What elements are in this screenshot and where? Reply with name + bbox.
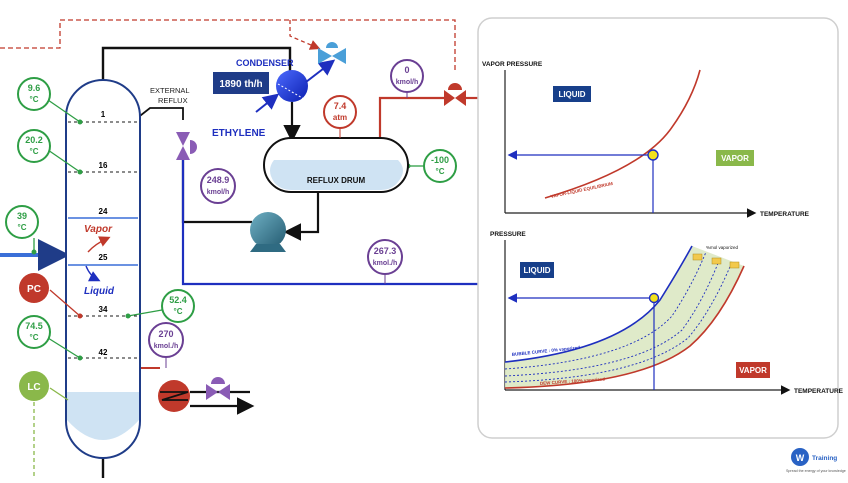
temp-tray-34: 52.4 °C: [125, 289, 195, 323]
temp-tray-1: 9.6 °C: [17, 77, 83, 125]
chart1-liquid-region: LIQUID: [558, 90, 585, 99]
flow-reflux: 248.9 kmol/h: [200, 168, 236, 204]
chart1-vapor-region: VAPOR: [721, 154, 749, 163]
svg-text:270: 270: [158, 329, 173, 339]
liquid-label: Liquid: [84, 286, 115, 297]
flow-distillate: 267.3 kmol./h: [367, 239, 403, 284]
svg-text:LC: LC: [27, 382, 40, 393]
svg-text:1: 1: [101, 110, 106, 119]
chart2-liquid-region: LIQUID: [523, 266, 550, 275]
svg-text:REFLUX DRUM: REFLUX DRUM: [307, 176, 366, 185]
gas-control-valve: [444, 83, 466, 106]
reflux-pump: [250, 212, 286, 252]
svg-text:kmol/h: kmol/h: [396, 79, 419, 86]
coolant-label: ETHYLENE: [212, 128, 266, 139]
tray-24: 24: [99, 207, 108, 216]
chart1-ylabel: VAPOR PRESSURE: [482, 61, 543, 68]
svg-text:REFLUX: REFLUX: [158, 96, 188, 105]
flow-boilup: 270 kmol./h: [148, 322, 184, 368]
pressure-controller: PC: [19, 273, 83, 319]
flow-gas-outlet: 0 kmol/h: [390, 59, 424, 98]
svg-text:EXTERNAL: EXTERNAL: [150, 86, 190, 95]
vaporized-tag-icon: [711, 257, 722, 265]
svg-text:kmol./h: kmol./h: [373, 260, 398, 267]
phase-envelope-chart: PRESSURE TEMPERATURE LIQUID VAPOR BUBBLE…: [490, 231, 844, 395]
phase-labels: Vapor Liquid: [84, 224, 115, 297]
chart2-ylabel: PRESSURE: [490, 231, 526, 238]
temp-feed: 39 °C: [5, 205, 39, 255]
temperature-indicators: 9.6 °C 20.2 °C 39 °C 74.5 °C 52.4 °C: [5, 77, 457, 361]
tray-34: 34: [68, 305, 138, 317]
svg-text:20.2: 20.2: [25, 135, 43, 145]
svg-text:°C: °C: [30, 95, 39, 104]
svg-text:52.4: 52.4: [169, 295, 187, 305]
svg-text:kmol/h: kmol/h: [207, 189, 230, 196]
svg-text:267.3: 267.3: [374, 246, 397, 256]
svg-text:0: 0: [404, 65, 409, 75]
tray-42: 42: [68, 348, 138, 359]
tray-16: 16: [68, 161, 138, 173]
condenser: CONDENSER 1890 th/h ETHYLENE: [212, 58, 336, 139]
svg-text:34: 34: [99, 305, 108, 314]
svg-text:atm: atm: [333, 113, 347, 122]
vapor-pressure-chart: VAPOR PRESSURE TEMPERATURE LIQUID VAPOR …: [482, 61, 810, 218]
svg-text:16: 16: [99, 161, 108, 170]
temp-reflux-drum: -100 °C: [405, 149, 457, 183]
temp-tray-42: 74.5 °C: [17, 315, 83, 361]
chart2-xlabel: TEMPERATURE: [794, 388, 844, 395]
chart2-note: %mol vaporized: [706, 245, 739, 250]
svg-text:74.5: 74.5: [25, 321, 43, 331]
condenser-label: CONDENSER: [236, 58, 294, 68]
svg-text:°C: °C: [30, 333, 39, 342]
condenser-control-valve: [318, 42, 346, 64]
svg-text:°C: °C: [436, 167, 445, 176]
distillation-column: [65, 79, 141, 459]
chart1-xlabel: TEMPERATURE: [760, 211, 810, 218]
svg-text:9.6: 9.6: [28, 83, 41, 93]
tray-25: 25: [99, 253, 108, 262]
svg-text:PC: PC: [27, 284, 41, 295]
svg-text:W: W: [796, 453, 805, 463]
column-trays: 1 16 24 25 34 42: [68, 110, 138, 359]
reflux-control-valve: [176, 132, 197, 160]
wr-training-logo: W Training Spread the energy of your kno…: [786, 448, 846, 473]
logo-tagline: Spread the energy of your knowledge: [786, 469, 846, 473]
svg-text:39: 39: [17, 211, 27, 221]
svg-text:°C: °C: [18, 223, 27, 232]
condenser-duty: 1890 th/h: [219, 79, 262, 90]
svg-text:7.4: 7.4: [334, 101, 347, 111]
svg-text:42: 42: [99, 348, 108, 357]
svg-text:25: 25: [99, 253, 108, 262]
reflux-drum: REFLUX DRUM: [263, 137, 409, 193]
vaporized-tag-icon: [692, 253, 703, 261]
external-reflux: EXTERNAL REFLUX: [150, 86, 190, 105]
svg-text:248.9: 248.9: [207, 175, 230, 185]
svg-text:24: 24: [99, 207, 108, 216]
svg-text:°C: °C: [30, 147, 39, 156]
flow-indicators: 0 kmol/h 7.4 atm 248.9 kmol/h 267.3 kmol…: [148, 59, 424, 368]
temp-tray-16: 20.2 °C: [17, 129, 83, 175]
chart2-vapor-region: VAPOR: [739, 366, 767, 375]
pressure-drum: 7.4 atm: [323, 95, 357, 138]
level-controller: LC: [19, 371, 69, 401]
chart2-dew-label: DEW CURVE : 100% vaporized: [540, 376, 606, 386]
svg-text:-100: -100: [431, 155, 449, 165]
chart-panel: [477, 17, 839, 439]
vaporized-tag-icon: [729, 261, 740, 269]
tray-1: 1: [68, 110, 138, 123]
logo-brand: Training: [812, 455, 837, 462]
svg-text:°C: °C: [174, 307, 183, 316]
reboiler: [158, 380, 190, 412]
svg-text:kmol./h: kmol./h: [154, 343, 179, 350]
steam-control-valve: [206, 377, 230, 400]
vapor-label: Vapor: [84, 224, 113, 235]
